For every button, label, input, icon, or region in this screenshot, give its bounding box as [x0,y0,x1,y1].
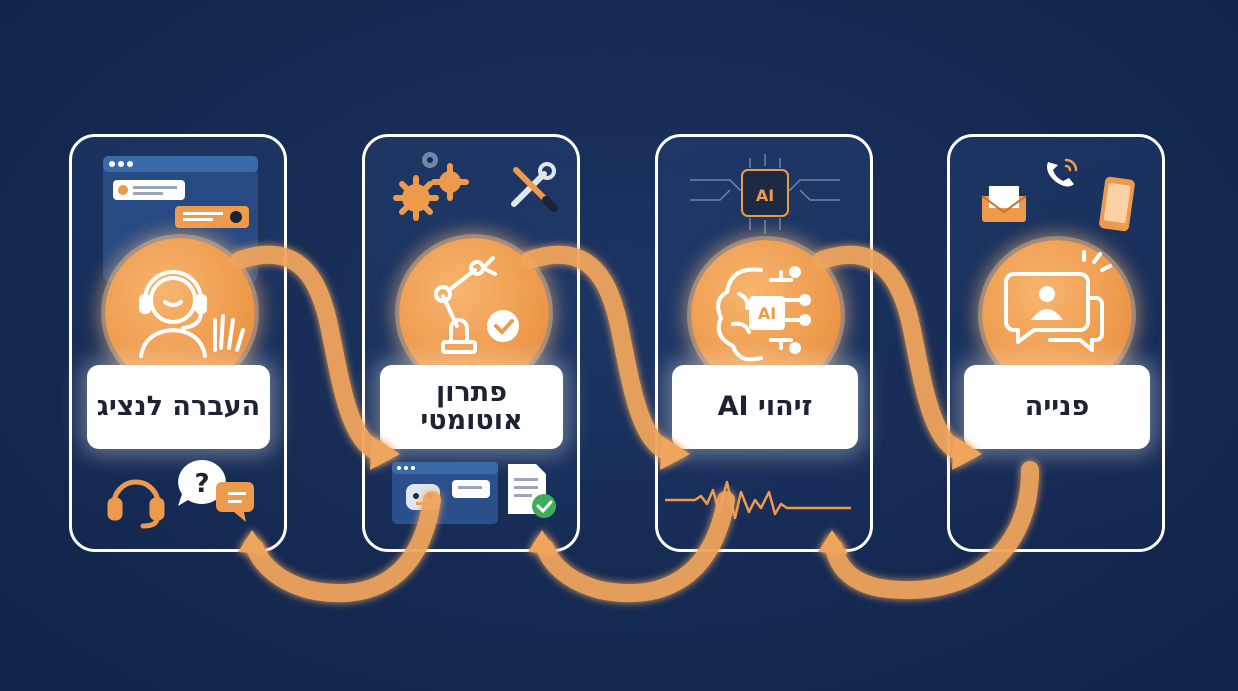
agent-headset-icon [139,270,245,358]
flow-return-arrow-4 [825,461,1039,600]
ai-brain-text: AI [758,304,776,323]
agent-circle [105,238,255,388]
step-label-text: פנייה [1024,390,1090,422]
envelope-icon [981,186,1027,222]
step-label-ai-detection: זיהוי AI [672,365,858,449]
document-check-icon [508,464,556,518]
step-label-agent-handoff: העברה לנציג [87,365,270,449]
arrowhead-2 [660,436,690,470]
phone-icon [1047,158,1078,187]
step-label-text: פתרון אוטומטי [420,376,523,436]
ai-chip-text: AI [756,186,774,205]
waveform-icon [665,480,851,520]
arrowhead-4 [818,530,848,554]
step-label-inquiry: פנייה [964,365,1150,449]
gears-icon [393,152,469,221]
flow-arrow-1-to-2 [231,245,387,461]
wrench-screwdriver-icon [511,162,558,212]
robot-arm-icon [434,256,519,354]
step-label-text: העברה לנציג [96,390,261,422]
ai-brain-icon: AI [716,266,811,362]
question-bubble-icon: ? [178,460,254,522]
smartphone-icon [1099,176,1135,232]
flow-return-arrow-3 [536,491,735,602]
headset-icon [107,479,165,529]
step-label-text: זיהוי AI [717,390,813,422]
flow-return-arrow-2 [246,491,441,602]
svg-text:?: ? [194,469,209,499]
arrowhead-6 [238,530,268,554]
arrowhead-5 [528,530,558,554]
flow-arrow-3-to-4 [813,245,969,461]
chat-contact-icon [1004,250,1112,352]
arrowhead-1 [370,436,400,470]
flow-arrow-2-to-3 [521,245,677,461]
arrowhead-3 [952,436,982,470]
ai-chip-icon: AI [690,154,840,234]
step-label-auto-resolution: פתרון אוטומטי [380,365,563,449]
